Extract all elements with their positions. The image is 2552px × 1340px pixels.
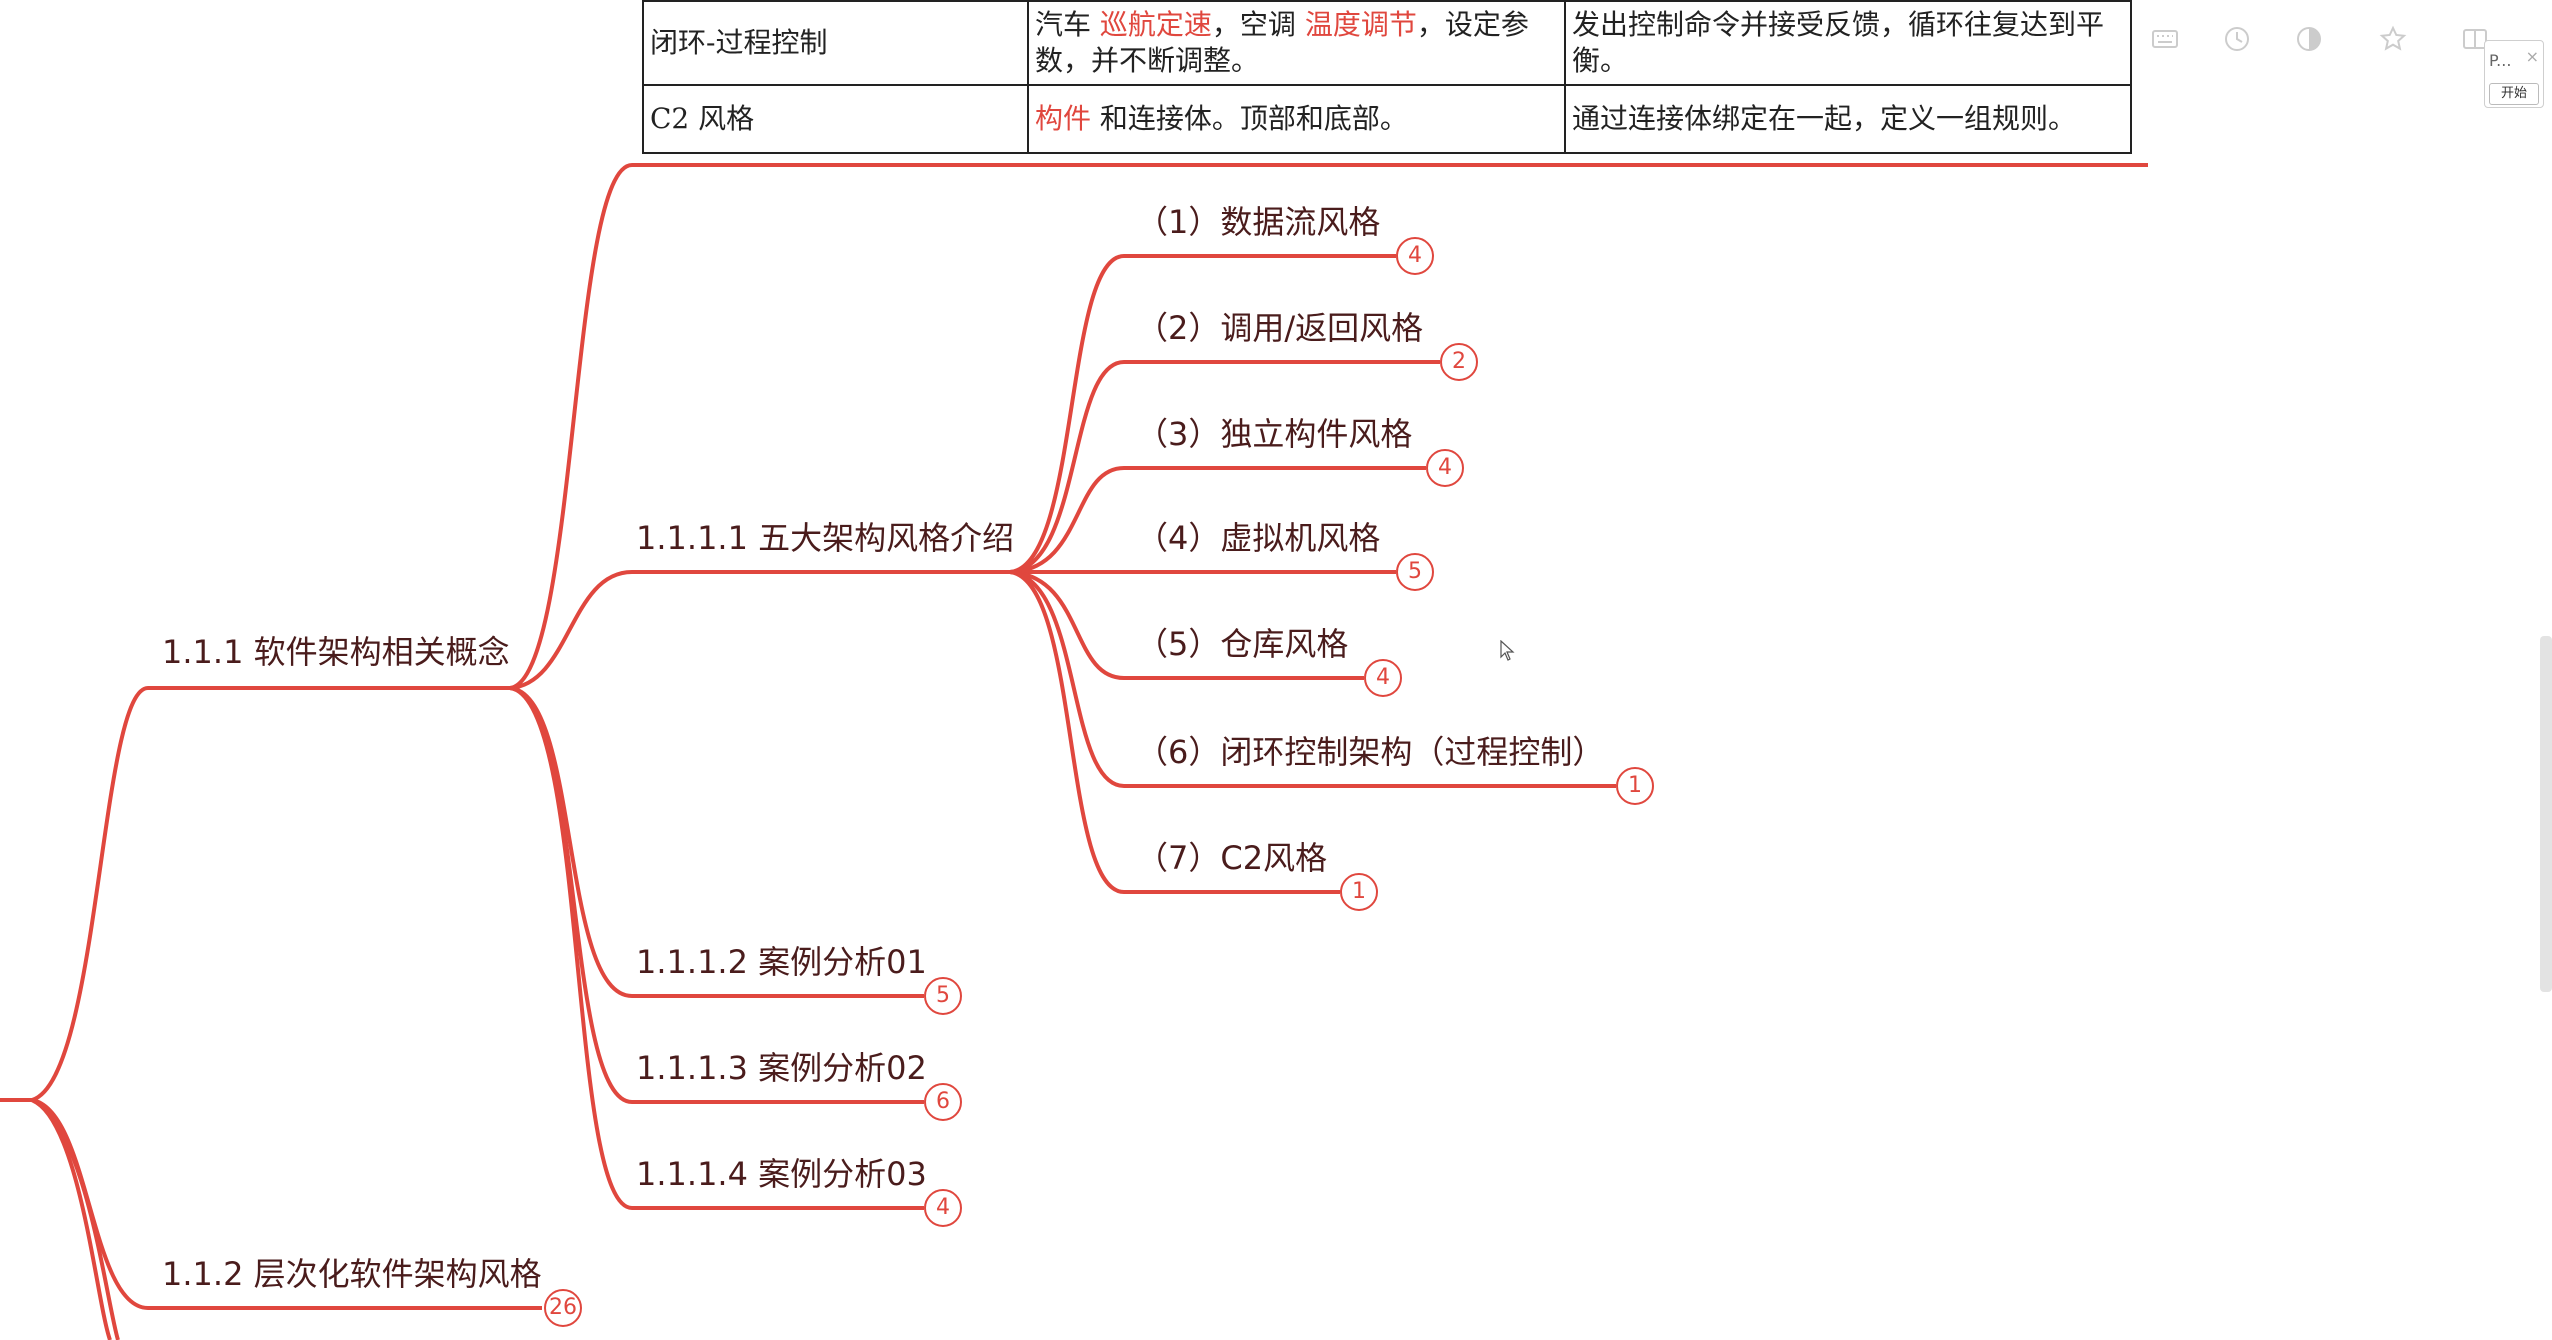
- start-button[interactable]: 开始: [2489, 83, 2539, 105]
- star-icon[interactable]: [2376, 24, 2410, 58]
- collapsed-count-badge[interactable]: 26: [544, 1289, 582, 1327]
- node-style-5[interactable]: （5）仓库风格: [1136, 625, 1349, 663]
- keyboard-icon[interactable]: [2148, 24, 2182, 58]
- table-cell: 闭环-过程控制: [642, 0, 1029, 86]
- node-1-1-1[interactable]: 1.1.1 软件架构相关概念: [162, 633, 510, 671]
- cell-text: 汽车: [1035, 8, 1100, 41]
- cursor-icon: [1500, 640, 1515, 661]
- collapsed-count-badge[interactable]: 4: [1426, 449, 1464, 487]
- table-row: 闭环-过程控制 汽车 巡航定速，空调 温度调节，设定参数，并不断调整。 发出控制…: [642, 0, 2132, 86]
- table-row: C2 风格 构件 和连接体。顶部和底部。 通过连接体绑定在一起，定义一组规则。: [642, 84, 2132, 154]
- collapsed-count-badge[interactable]: 1: [1616, 767, 1654, 805]
- table-cell: 通过连接体绑定在一起，定义一组规则。: [1564, 84, 2132, 154]
- table-cell: 构件 和连接体。顶部和底部。: [1027, 84, 1566, 154]
- collapsed-count-badge[interactable]: 6: [924, 1083, 962, 1121]
- panel-label: P...: [2489, 51, 2512, 70]
- collapsed-count-badge[interactable]: 5: [1396, 553, 1434, 591]
- reference-table: 闭环-过程控制 汽车 巡航定速，空调 温度调节，设定参数，并不断调整。 发出控制…: [642, 0, 2132, 154]
- collapsed-count-badge[interactable]: 4: [1364, 659, 1402, 697]
- node-style-4[interactable]: （4）虚拟机风格: [1136, 519, 1381, 557]
- collapsed-count-badge[interactable]: 4: [1396, 237, 1434, 275]
- clock-icon[interactable]: [2220, 24, 2254, 58]
- contrast-icon[interactable]: [2292, 24, 2326, 58]
- node-style-6[interactable]: （6）闭环控制架构（过程控制）: [1136, 733, 1605, 771]
- table-cell: 汽车 巡航定速，空调 温度调节，设定参数，并不断调整。: [1027, 0, 1566, 86]
- node-1-1-1-4[interactable]: 1.1.1.4 案例分析03: [636, 1155, 927, 1193]
- node-1-1-1-3[interactable]: 1.1.1.3 案例分析02: [636, 1049, 927, 1087]
- highlight-text: 构件: [1035, 102, 1092, 135]
- highlight-text: 巡航定速: [1099, 8, 1212, 41]
- node-1-1-1-2[interactable]: 1.1.1.2 案例分析01: [636, 943, 927, 981]
- node-1-1-2[interactable]: 1.1.2 层次化软件架构风格: [162, 1255, 542, 1293]
- table-cell: 发出控制命令并接受反馈，循环往复达到平衡。: [1564, 0, 2132, 86]
- node-style-3[interactable]: （3）独立构件风格: [1136, 415, 1413, 453]
- split-view-icon[interactable]: [2458, 24, 2492, 58]
- node-style-2[interactable]: （2）调用/返回风格: [1136, 309, 1424, 347]
- collapsed-count-badge[interactable]: 5: [924, 977, 962, 1015]
- collapsed-count-badge[interactable]: 1: [1340, 873, 1378, 911]
- vertical-scrollbar-thumb[interactable]: [2540, 636, 2552, 992]
- cell-text: ，空调: [1211, 8, 1305, 41]
- node-style-7[interactable]: （7）C2风格: [1136, 839, 1328, 877]
- highlight-text: 温度调节: [1304, 8, 1417, 41]
- collapsed-count-badge[interactable]: 2: [1440, 343, 1478, 381]
- close-icon[interactable]: ×: [2525, 47, 2539, 66]
- collapsed-count-badge[interactable]: 4: [924, 1189, 962, 1227]
- node-style-1[interactable]: （1）数据流风格: [1136, 203, 1381, 241]
- table-cell: C2 风格: [642, 84, 1029, 154]
- cell-text: 和连接体。顶部和底部。: [1091, 102, 1408, 135]
- side-panel-widget: P... × 开始: [2484, 40, 2544, 108]
- cell-text: ，设定参数，并不断调整。: [1035, 8, 1529, 77]
- node-1-1-1-1[interactable]: 1.1.1.1 五大架构风格介绍: [636, 519, 1015, 557]
